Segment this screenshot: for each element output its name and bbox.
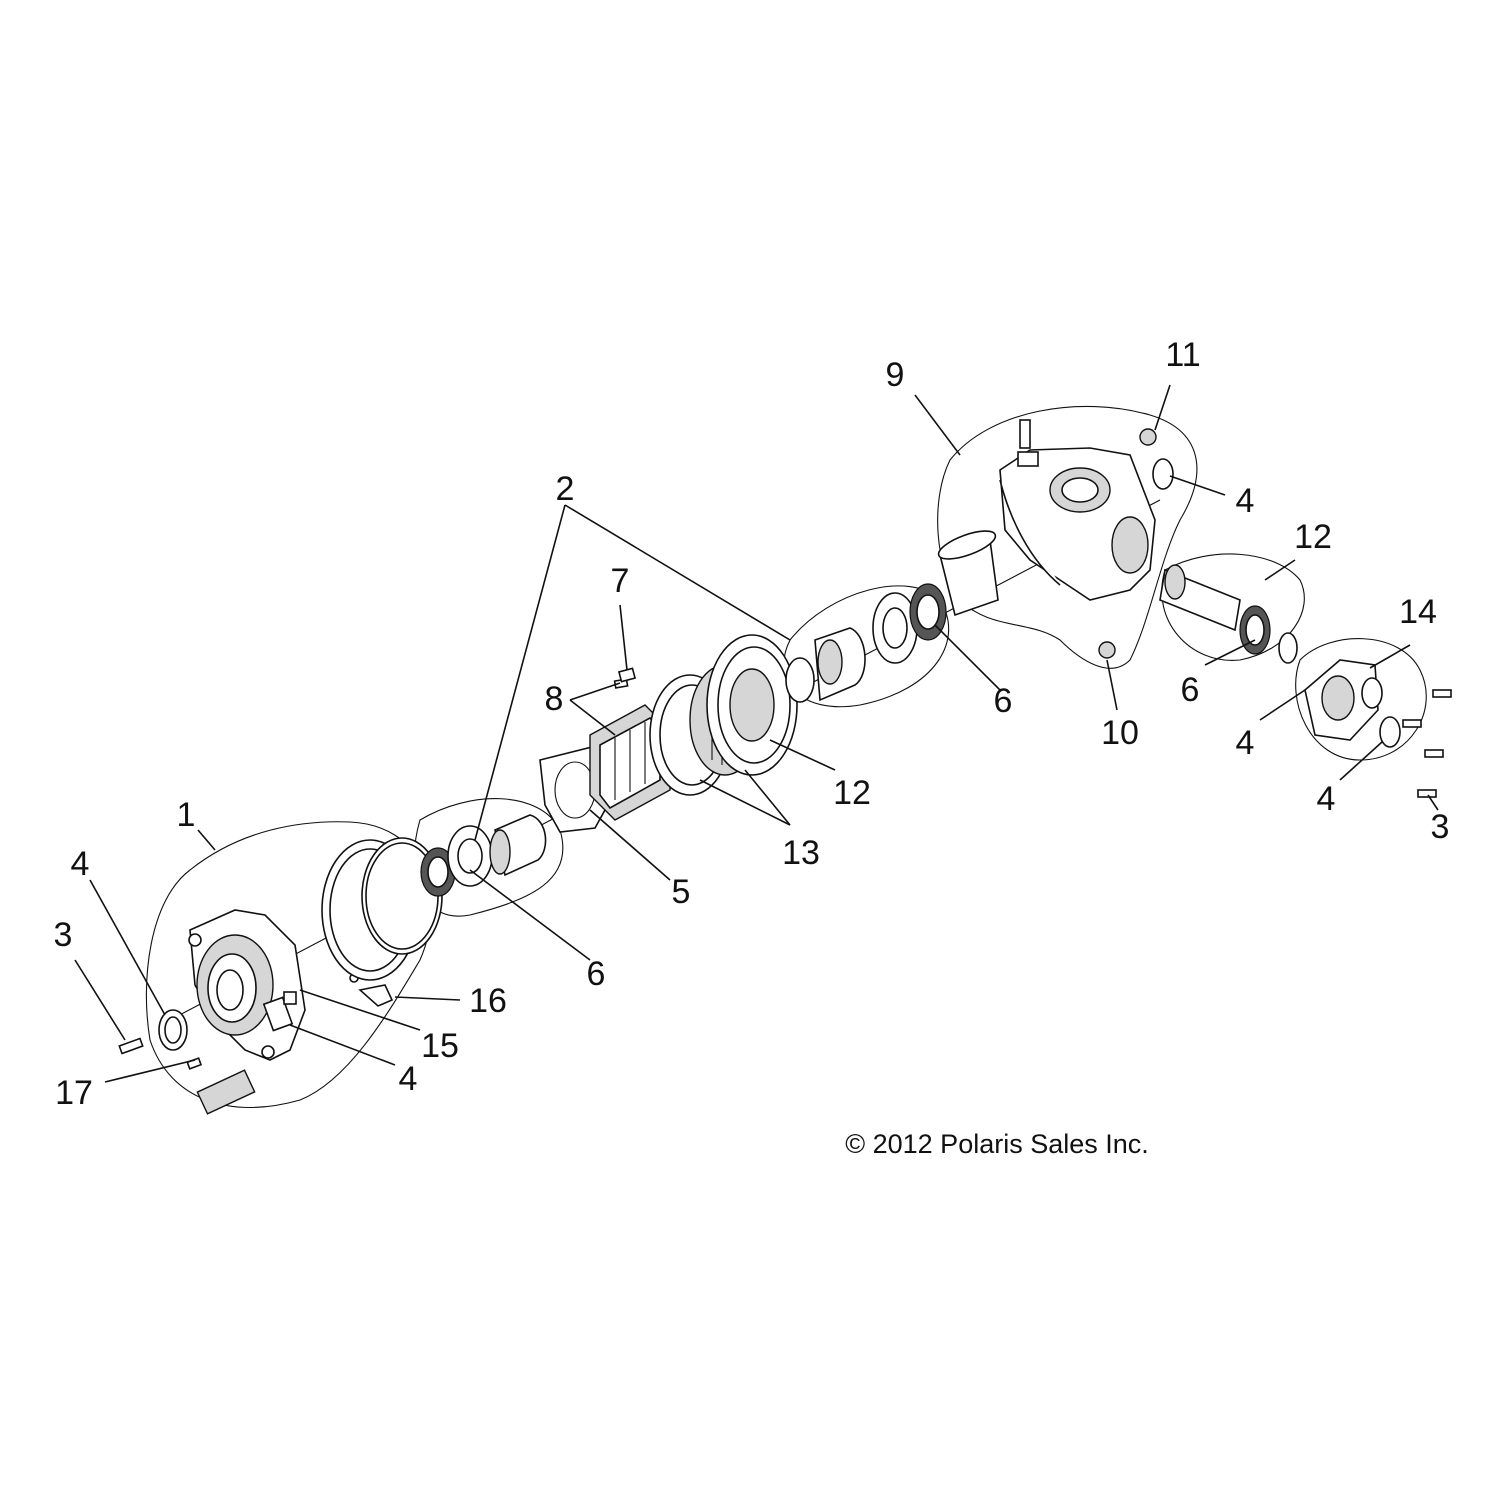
leader-lines — [74, 384, 1439, 1083]
part-snap-ring-2 — [1278, 632, 1298, 664]
callout-15: 15 — [421, 1027, 459, 1065]
callout-2: 2 — [556, 470, 575, 508]
callout-3-right: 3 — [1431, 808, 1450, 846]
part-pin-7 — [617, 667, 637, 683]
part-seal-4-outer — [1379, 716, 1401, 748]
part-seal-4-cover — [1361, 677, 1383, 709]
callout-12-ring: 12 — [833, 774, 871, 812]
part-spacer — [785, 657, 815, 703]
part-clip-16 — [358, 984, 394, 1007]
callout-4-left: 4 — [71, 845, 90, 883]
outline-cover — [1295, 638, 1427, 761]
part-bolt-right-c — [1424, 749, 1444, 758]
callout-4-cover: 4 — [1236, 724, 1255, 762]
callout-8: 8 — [545, 680, 564, 718]
callout-6-pinion: 6 — [1181, 671, 1200, 709]
outline-pinion — [1161, 553, 1305, 661]
callout-4-housing: 4 — [1236, 482, 1255, 520]
callout-7: 7 — [611, 562, 630, 600]
part-bolt-left — [118, 1037, 144, 1055]
part-plug-15 — [283, 991, 297, 1005]
part-plug-10 — [1098, 641, 1116, 659]
callout-13: 13 — [782, 834, 820, 872]
part-bolt-right-a — [1432, 689, 1452, 698]
callout-4-outer: 4 — [1317, 780, 1336, 818]
callout-1: 1 — [177, 796, 196, 834]
callout-17: 17 — [55, 1074, 93, 1112]
callout-11: 11 — [1165, 336, 1200, 374]
part-plug-11 — [1139, 428, 1157, 446]
part-connector — [196, 1069, 256, 1115]
part-input-housing — [188, 909, 306, 1061]
callout-10: 10 — [1101, 714, 1139, 752]
part-bolt-right-d — [1417, 789, 1437, 798]
callout-16: 16 — [469, 982, 507, 1020]
part-breather — [1019, 419, 1031, 449]
callout-14: 14 — [1399, 593, 1437, 631]
callout-6-input: 6 — [587, 955, 606, 993]
callout-5: 5 — [672, 873, 691, 911]
part-seal-4-housing — [1152, 458, 1174, 490]
callout-9: 9 — [886, 356, 905, 394]
outline-housing-left — [145, 821, 433, 1109]
callout-12-pinion: 12 — [1294, 518, 1332, 556]
part-bolt-right-b — [1402, 719, 1422, 728]
copyright-notice: © 2012 Polaris Sales Inc. — [845, 1129, 1149, 1159]
callout-4-bottom: 4 — [399, 1060, 418, 1098]
callout-6-output: 6 — [994, 682, 1013, 720]
callout-labels: 1 2 3 3 4 4 4 4 4 5 6 6 6 7 8 9 10 11 12… — [54, 336, 1450, 1112]
callout-3-left: 3 — [54, 916, 73, 954]
part-main-housing-9 — [999, 447, 1156, 601]
